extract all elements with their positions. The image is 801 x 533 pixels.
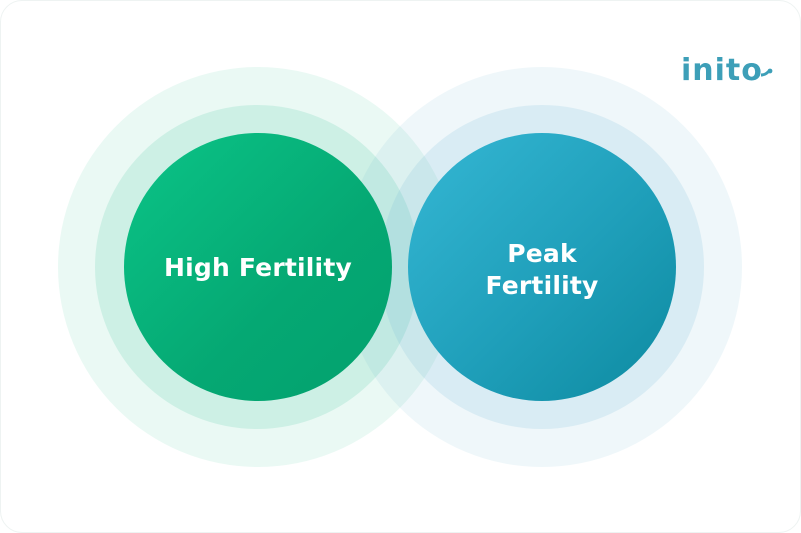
logo-wordmark: inito	[681, 53, 763, 88]
logo-tail-icon	[760, 68, 773, 77]
high-fertility-label: High Fertility	[164, 253, 352, 282]
high-fertility-circle	[124, 133, 392, 401]
peak-fertility-label-line2: Fertility	[485, 271, 599, 300]
peak-fertility-label: Peak Fertility	[408, 238, 676, 302]
peak-fertility-circle	[408, 133, 676, 401]
inito-logo: inito	[681, 51, 773, 91]
peak-fertility-label-line1: Peak	[507, 239, 577, 268]
